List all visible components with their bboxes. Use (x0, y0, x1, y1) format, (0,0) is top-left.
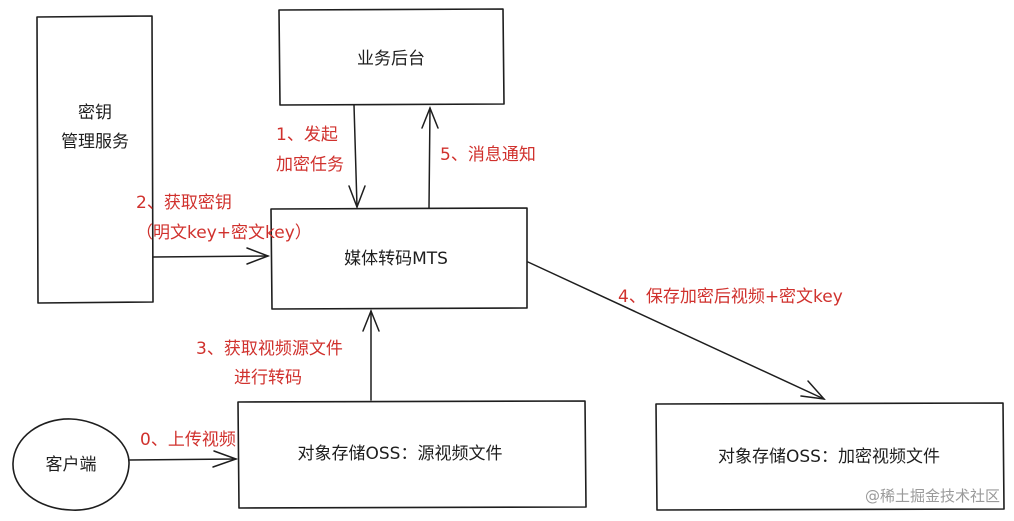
edge-upload-video: 0、上传视频 (129, 430, 239, 468)
edge-save-encrypted: 4、保存加密后视频+密文key (527, 261, 843, 401)
edge-start-encryption: 1、发起 加密任务 (276, 104, 366, 210)
edge-get-source: 3、获取视频源文件 进行转码 (196, 308, 380, 401)
oss-source-label: 对象存储OSS：源视频文件 (298, 444, 503, 464)
key-service-label-line1: 密钥 (78, 103, 112, 123)
client-node: 客户端 (12, 418, 130, 511)
edge-get-source-label-line2: 进行转码 (234, 368, 302, 388)
business-backend-label: 业务后台 (357, 49, 425, 69)
oss-encrypted-label: 对象存储OSS：加密视频文件 (718, 447, 940, 467)
edge-upload-video-label: 0、上传视频 (140, 430, 236, 450)
edge-save-encrypted-label: 4、保存加密后视频+密文key (618, 287, 843, 307)
mts-node: 媒体转码MTS (270, 207, 528, 310)
edge-message-notify: 5、消息通知 (421, 105, 536, 209)
mts-label: 媒体转码MTS (344, 249, 448, 269)
oss-encrypted-node: 对象存储OSS：加密视频文件 (655, 402, 1005, 511)
client-label: 客户端 (46, 455, 97, 475)
edge-get-source-label-line1: 3、获取视频源文件 (196, 339, 343, 359)
edge-get-key-label-line1: 2、获取密钥 (136, 193, 232, 213)
edge-start-encryption-label-line1: 1、发起 (276, 125, 338, 145)
key-service-label-line2: 管理服务 (61, 132, 129, 152)
edge-message-notify-label: 5、消息通知 (440, 145, 536, 165)
watermark: @稀土掘金技术社区 (865, 487, 1000, 505)
edge-get-key-label-line2: （明文key+密文key） (136, 223, 312, 243)
key-service-node: 密钥 管理服务 (36, 15, 154, 304)
edge-get-key: 2、获取密钥 （明文key+密文key） (136, 193, 312, 265)
business-backend-node: 业务后台 (278, 8, 505, 106)
edge-start-encryption-label-line2: 加密任务 (276, 155, 344, 175)
oss-source-node: 对象存储OSS：源视频文件 (237, 400, 587, 509)
